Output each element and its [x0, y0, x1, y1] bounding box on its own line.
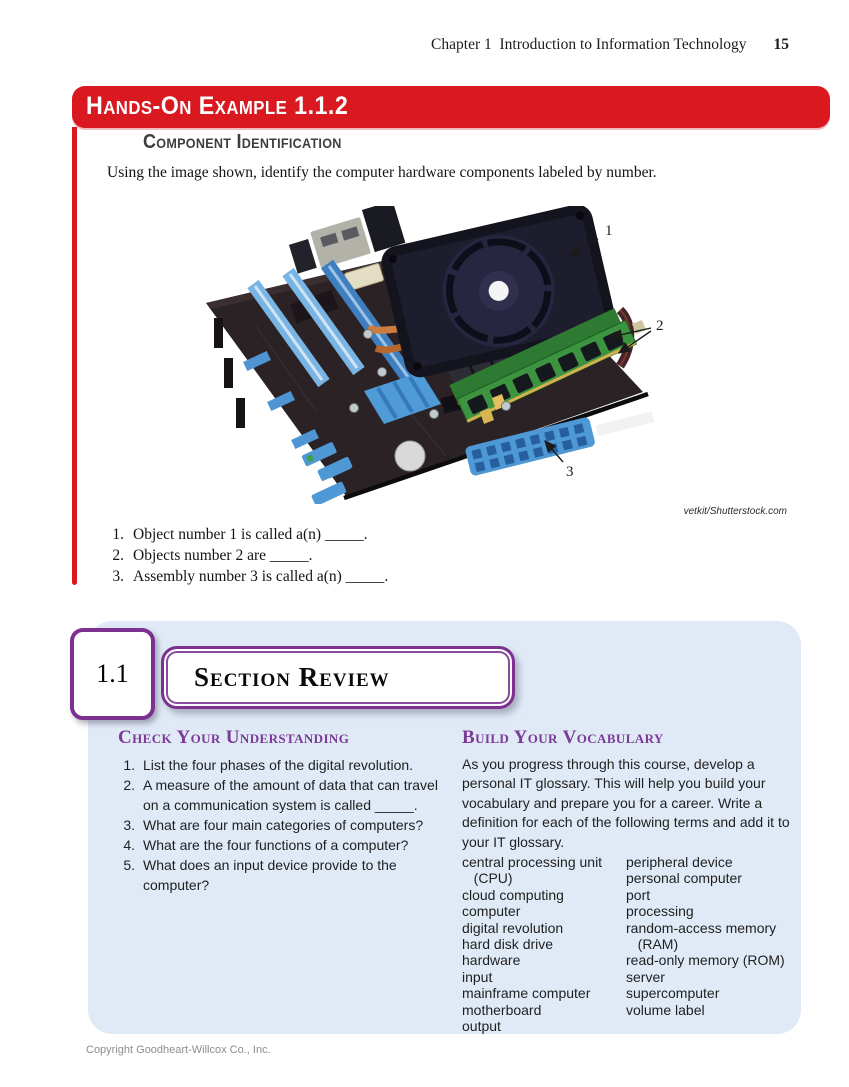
question-number: 2.	[112, 547, 124, 564]
io-ports	[288, 206, 406, 274]
vocab-term: supercomputer	[626, 985, 720, 1002]
question-number: 4.	[123, 837, 135, 853]
vocab-term: central processing unit (CPU)	[462, 854, 603, 887]
question-text: A measure of the amount of data that can…	[143, 777, 438, 813]
image-credit: vetkit/Shutterstock.com	[683, 506, 787, 517]
question-text: List the four phases of the digital revo…	[143, 757, 414, 773]
example-question: 2. Objects number 2 are _____.	[108, 545, 388, 566]
question-number: 2.	[123, 777, 135, 793]
example-question: 3. Assembly number 3 is called a(n) ____…	[108, 566, 388, 587]
vocab-term: digital revolution	[462, 919, 564, 936]
vocab-term: cloud computing	[462, 886, 564, 903]
vocab-term: personal computer	[626, 870, 742, 887]
left-accent-rule	[72, 127, 77, 585]
example-question: 1. Object number 1 is called a(n) _____.	[108, 524, 388, 545]
board-label-strip	[595, 411, 655, 437]
question-text: Objects number 2 are _____.	[133, 547, 313, 564]
check-your-understanding: Check Your Understanding 1. List the fou…	[118, 727, 452, 895]
hands-on-example-banner: Hands-On Example 1.1.2	[72, 86, 830, 128]
vocab-term: server	[626, 968, 665, 985]
vocab-term: volume label	[626, 1001, 705, 1018]
callout-arrow-1	[568, 238, 599, 257]
motherboard-figure: 1 2 3	[196, 206, 678, 504]
check-understanding-heading: Check Your Understanding	[118, 727, 350, 748]
vocab-term: computer	[462, 903, 521, 920]
vocab-term: output	[462, 1018, 501, 1035]
vocab-term: processing	[626, 903, 694, 920]
check-question: 1. List the four phases of the digital r…	[118, 755, 452, 775]
build-vocabulary-heading: Build Your Vocabulary	[462, 727, 664, 748]
section-number-badge: 1.1	[70, 628, 155, 720]
sata-ports	[301, 442, 353, 504]
vocab-term: motherboard	[462, 1001, 542, 1018]
question-number: 1.	[123, 757, 135, 773]
question-number: 3.	[123, 817, 135, 833]
check-question: 2. A measure of the amount of data that …	[118, 775, 452, 815]
vocab-term: peripheral device	[626, 854, 733, 871]
question-text: What does an input device provide to the…	[143, 857, 397, 893]
running-header: Chapter 1 Introduction to Information Te…	[431, 36, 789, 54]
cpu-cooler-fan	[381, 206, 616, 378]
vocabulary-column-2: peripheral device personal computer port…	[626, 854, 804, 1034]
section-number: 1.1	[96, 659, 129, 688]
vocab-term: port	[626, 886, 651, 903]
example-instruction: Using the image shown, identify the comp…	[107, 164, 657, 181]
callout-3: 3	[566, 464, 574, 480]
question-number: 5.	[123, 857, 135, 873]
question-number: 1.	[112, 526, 124, 543]
copyright-notice: Copyright Goodheart-Willcox Co., Inc.	[86, 1044, 271, 1056]
check-question: 4. What are the four functions of a comp…	[118, 835, 452, 855]
banner-title: Hands-On Example 1.1.2	[85, 92, 349, 120]
vocab-term: hardware	[462, 952, 521, 969]
ram-clip	[480, 408, 494, 424]
vocab-term: random-access memory (RAM)	[626, 919, 777, 953]
vocabulary-intro: As you progress through this course, dev…	[462, 756, 790, 850]
page-number: 15	[773, 36, 790, 53]
callout-1: 1	[605, 223, 613, 239]
question-text: Object number 1 is called a(n) _____.	[133, 526, 368, 543]
vocab-term: read-only memory (ROM)	[626, 952, 785, 969]
question-number: 3.	[112, 568, 124, 585]
vocabulary-column-1: central processing unit (CPU) cloud comp…	[462, 854, 626, 1034]
check-question: 5. What does an input device provide to …	[118, 855, 452, 895]
motherboard-photo: 1 2 3	[206, 206, 664, 504]
callout-arrow-2a	[609, 327, 652, 341]
chapter-title: Chapter 1 Introduction to Information Te…	[431, 36, 747, 53]
check-question: 3. What are four main categories of comp…	[118, 815, 452, 835]
vocabulary-term-list: central processing unit (CPU) cloud comp…	[462, 854, 804, 1034]
section-review-title: Section Review	[194, 662, 390, 692]
section-review-title-pill: Section Review	[161, 646, 515, 709]
cmos-battery	[394, 440, 426, 472]
example-subtitle: Component Identification	[143, 131, 342, 153]
capacitors	[349, 329, 511, 419]
question-text: What are the four functions of a compute…	[143, 837, 409, 853]
vocab-term: hard disk drive	[462, 936, 554, 953]
callout-2: 2	[656, 318, 664, 334]
callout-arrow-3	[544, 439, 564, 463]
question-text: What are four main categories of compute…	[143, 817, 424, 833]
vocab-term: mainframe computer	[462, 985, 591, 1002]
question-text: Assembly number 3 is called a(n) _____.	[133, 568, 389, 585]
build-your-vocabulary: Build Your Vocabulary As you progress th…	[462, 727, 804, 1035]
callout-arrow-2b	[617, 330, 652, 354]
vocab-term: input	[462, 968, 493, 985]
example-question-list: 1. Object number 1 is called a(n) _____.…	[108, 524, 388, 587]
